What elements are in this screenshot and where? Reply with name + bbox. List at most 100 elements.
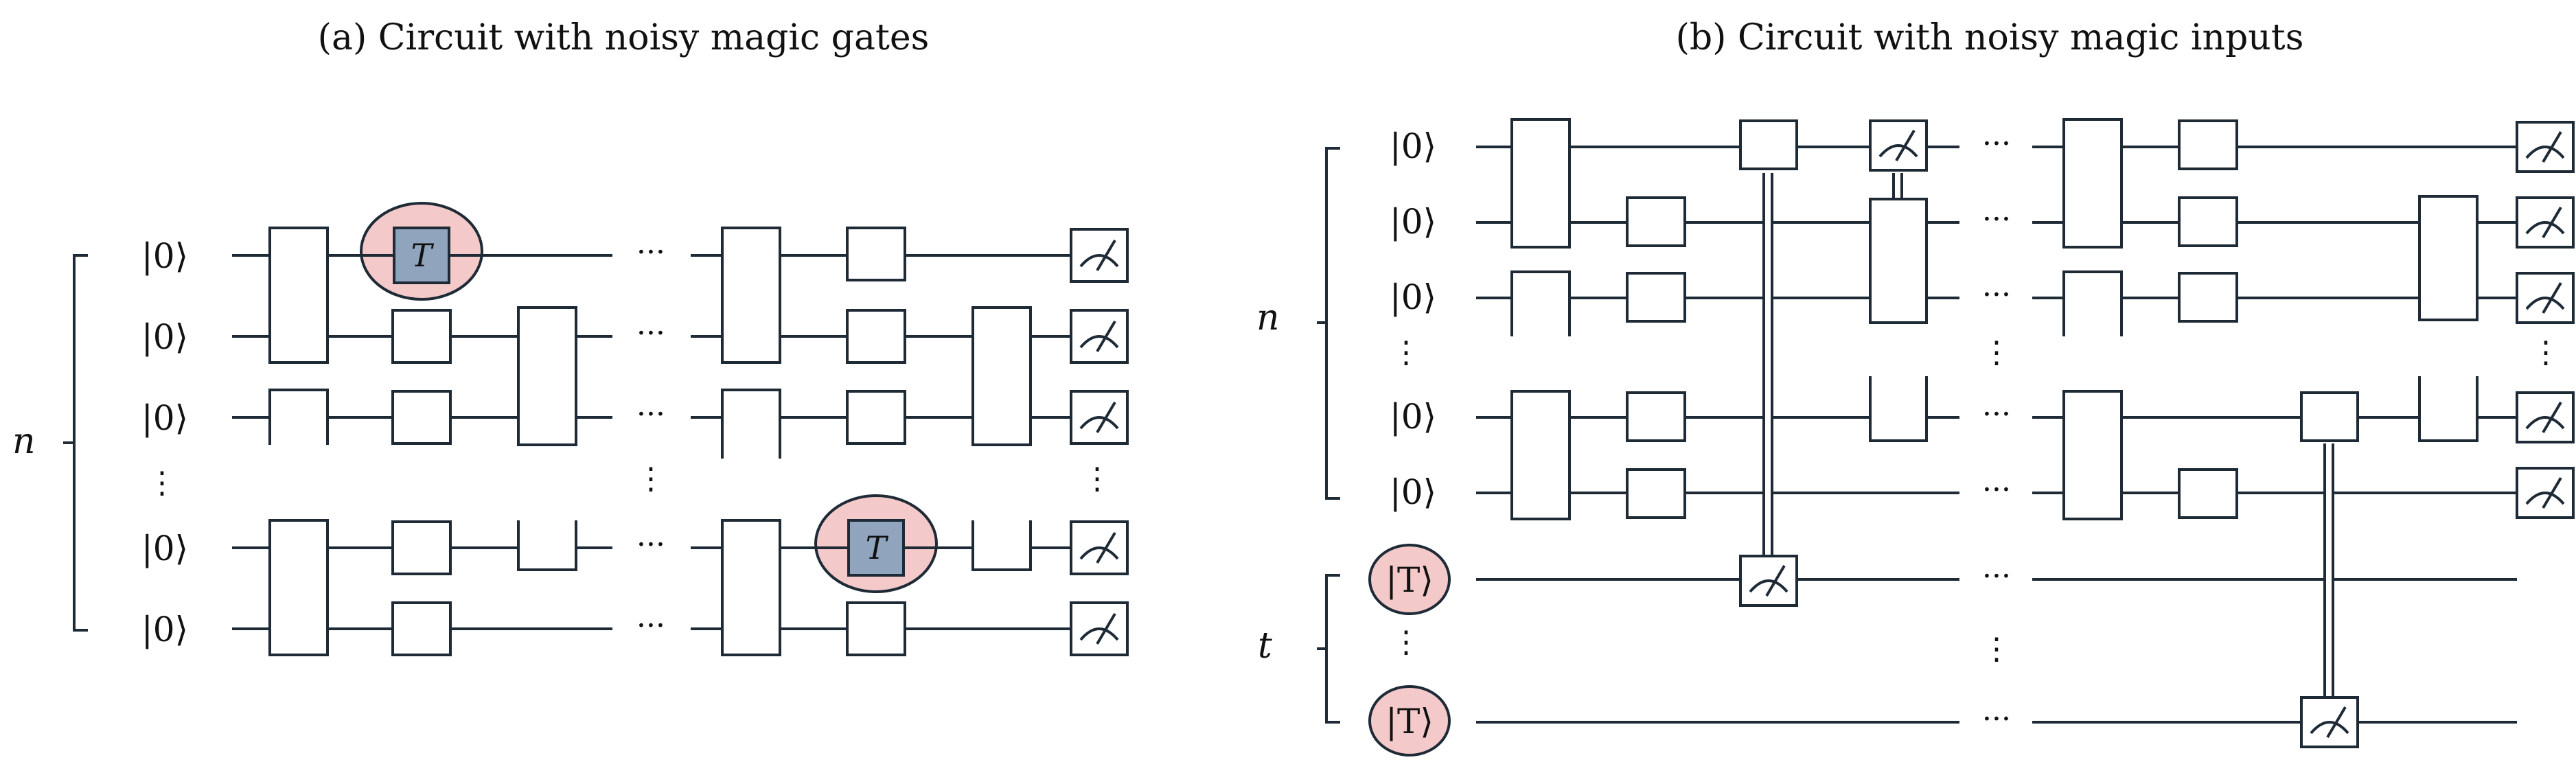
wraparound-gate-top [268,389,329,445]
single-qubit-gate [846,601,906,656]
magic-register-brace [1317,574,1340,724]
qubit-label: |0⟩ [141,317,188,357]
gate-layer-2 [721,227,1032,656]
meter-icon [2516,121,2575,173]
controlled-gate [2300,391,2359,442]
qubit-label: |0⟩ [141,398,188,438]
single-qubit-gate [391,390,452,445]
qubit-label: |0⟩ [1390,397,1436,437]
meter-icon [2516,467,2575,519]
panel-b-title: (b) Circuit with noisy magic inputs [1676,17,2304,58]
ellipsis: ··· [1982,397,2011,432]
two-qubit-gate [268,519,329,656]
single-qubit-gate [1626,391,1686,442]
measurement-column [2516,121,2575,519]
meter-icon [1739,555,1798,607]
wraparound-gate-top [721,389,781,459]
panel-a-title: (a) Circuit with noisy magic gates [318,17,930,58]
single-qubit-gate [2178,119,2238,170]
single-qubit-gate [391,309,452,364]
vertical-ellipsis: ⋮ [1981,632,2012,667]
qubit-label: |0⟩ [1390,202,1436,242]
meter-icon [1070,601,1129,656]
vertical-ellipsis: ⋮ [1981,335,2012,370]
gate-layer-1 [268,227,577,656]
ellipsis: ··· [636,235,665,270]
two-qubit-gate [2062,118,2123,249]
ellipsis: ··· [1982,472,2011,507]
two-qubit-gate [1510,390,1571,520]
t-gate-box [847,519,905,577]
ellipsis: ··· [636,527,665,562]
qubit-label: |0⟩ [141,236,188,276]
ellipsis: ··· [1982,126,2011,161]
single-qubit-gate [1626,272,1686,323]
vertical-ellipsis: ⋮ [2531,335,2561,370]
two-qubit-gate [517,306,577,446]
wraparound-gate-bottom [971,520,1032,571]
register-brace [63,254,88,632]
two-qubit-gate [721,519,781,656]
single-qubit-gate [1626,196,1686,247]
register-label-n: n [12,421,36,462]
qubit-label: |0⟩ [141,529,188,568]
qubit-wires [232,254,1071,630]
magic-state-bubble [1368,685,1451,757]
vertical-ellipsis: ⋮ [1082,461,1112,496]
noisy-t-gate: T [814,494,938,593]
single-qubit-gate [2178,272,2238,323]
magic-state-label: |T⟩ [1385,702,1434,741]
qubit-label: |0⟩ [141,610,188,649]
meter-icon [2516,391,2575,443]
qubit-label: |0⟩ [1390,126,1436,166]
meter-icon [1070,390,1129,445]
meter-icon [1070,309,1129,364]
vertical-ellipsis: ⋮ [147,465,177,500]
two-qubit-gate [1869,198,1928,324]
noisy-t-gate: T [360,202,483,301]
meter-icon [2516,196,2575,249]
ellipsis: ··· [636,608,665,643]
panel-a: (a) Circuit with noisy magic gates n |0⟩… [12,17,1129,656]
t-gate-box [393,227,450,284]
magic-register-label: t [1258,625,1272,667]
ellipsis: ··· [1982,559,2011,594]
wraparound-gate-bottom [2418,376,2479,442]
gate-layer-2 [2062,118,2479,520]
two-qubit-gate [268,227,329,364]
single-qubit-gate [846,227,906,281]
qubit-label: |0⟩ [1390,472,1436,512]
magic-state-label: |T⟩ [1385,560,1434,600]
ellipsis: ··· [636,397,665,432]
vertical-ellipsis: ⋮ [636,461,666,496]
two-qubit-gate [971,306,1032,446]
ellipsis: ··· [1982,202,2011,237]
single-qubit-gate [846,309,906,364]
meter-icon [1070,228,1129,283]
single-qubit-gate [2178,196,2238,247]
single-qubit-gate [391,520,452,575]
meter-icon [2516,272,2575,324]
two-qubit-gate [721,227,781,364]
ellipsis: ··· [1982,277,2011,312]
two-qubit-gate [1510,118,1571,249]
gate-layer-1 [1510,118,1928,520]
magic-state: |T⟩ [1368,685,1451,757]
t-gate-label: T [411,237,435,274]
ellipsis: ··· [636,316,665,351]
meter-icon [1869,119,1928,172]
controlled-gate [1739,119,1798,170]
measurement-column [1070,228,1129,656]
data-register-brace [1317,147,1340,500]
wraparound-gate-top [2062,270,2123,336]
vertical-ellipsis: ⋮ [1391,625,1421,660]
magic-state-bubble [1368,544,1451,615]
two-qubit-gate [2062,390,2123,520]
data-register-label: n [1256,297,1280,338]
single-qubit-gate [846,390,906,445]
t-gate-label: T [866,529,889,566]
single-qubit-gate [1626,468,1686,519]
measurement-group [1739,119,2359,748]
two-qubit-gate [2418,195,2479,321]
vertical-ellipsis: ⋮ [1391,335,1421,370]
